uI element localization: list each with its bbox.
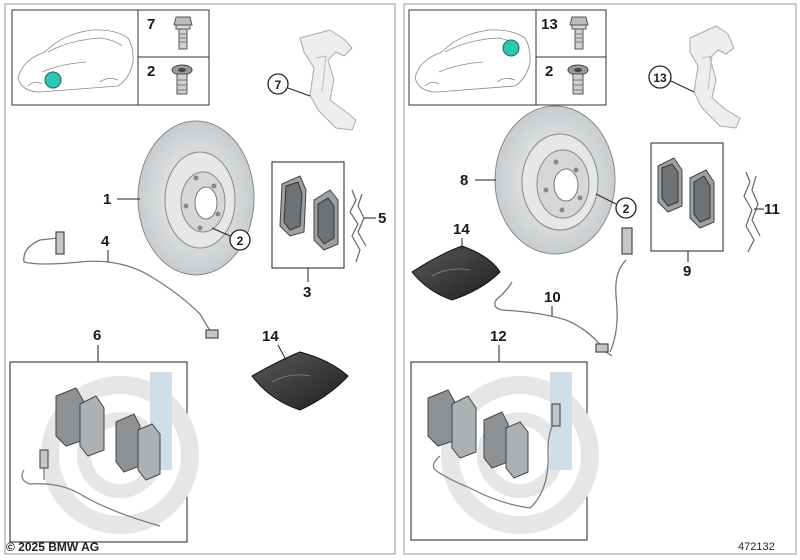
brake-disc-part[interactable] [494,105,616,255]
callout-clip: 11 [764,201,780,218]
wear-sensor-part[interactable] [494,227,633,357]
left-panel: 7 2 7 [4,3,396,555]
left-panel-frame [4,3,396,555]
bolt-label-top: 13 [541,16,558,33]
callout-disc: 8 [460,172,468,189]
kit-box[interactable] [9,361,199,543]
locator-dot-icon [44,71,62,89]
callout-pads: 9 [683,263,691,280]
callout-circle-13 [648,65,672,89]
bolt-label-top: 7 [147,16,155,33]
callout-circle-2 [229,229,251,251]
wear-clip-part[interactable] [743,171,761,253]
hex-bolt-icon [173,16,193,50]
brake-pads-part[interactable] [279,175,339,251]
right-car-thumbnail[interactable]: 13 2 [408,9,607,106]
car-outline-icon [17,29,134,93]
document-number: 472132 [738,541,775,553]
kit-box[interactable] [410,361,599,541]
kit-pads-icon [427,389,529,479]
callout-pads: 3 [303,284,311,301]
wear-clip-part[interactable] [349,189,367,263]
kit-pads-icon [55,387,161,481]
brake-pads-part[interactable] [657,157,715,229]
right-panel-frame [403,3,797,555]
caliper-carrier-part[interactable] [299,29,357,131]
kit-sensor-icon [432,403,561,509]
copyright-text: © 2025 BMW AG [6,540,100,554]
callout-sensor: 10 [544,289,561,306]
hex-bolt-icon [569,16,589,50]
caliper-carrier-part[interactable] [689,25,741,129]
callout-circle-7 [267,73,289,95]
callout-clip: 5 [378,210,386,227]
grease-pack-part[interactable] [411,245,501,301]
callout-circle-2 [615,197,637,219]
brake-disc-part[interactable] [137,120,255,276]
bolt-label-bottom: 2 [147,63,155,80]
callout-sensor: 4 [101,233,110,250]
bolt-label-bottom: 2 [545,63,553,80]
right-panel: 13 2 13 [403,3,797,555]
callout-caliper-carrier: 13 [653,71,667,85]
locator-dot-icon [502,39,520,57]
callout-caliper-carrier: 7 [275,78,282,92]
callout-disc: 1 [103,191,111,208]
pads-frame [650,142,724,252]
callout-disc-bolt: 2 [623,202,630,216]
callout-kit: 12 [490,328,507,345]
left-car-thumbnail[interactable]: 7 2 [11,9,210,106]
grease-pack-part[interactable] [251,351,349,411]
kit-sensor-icon [21,449,161,527]
callout-grease: 14 [262,328,279,345]
callout-kit: 6 [93,327,101,344]
wear-sensor-part[interactable] [23,231,219,339]
callout-grease: 14 [453,221,470,238]
callout-disc-bolt: 2 [237,234,244,248]
socket-bolt-icon [567,64,589,95]
socket-bolt-icon [171,64,193,95]
